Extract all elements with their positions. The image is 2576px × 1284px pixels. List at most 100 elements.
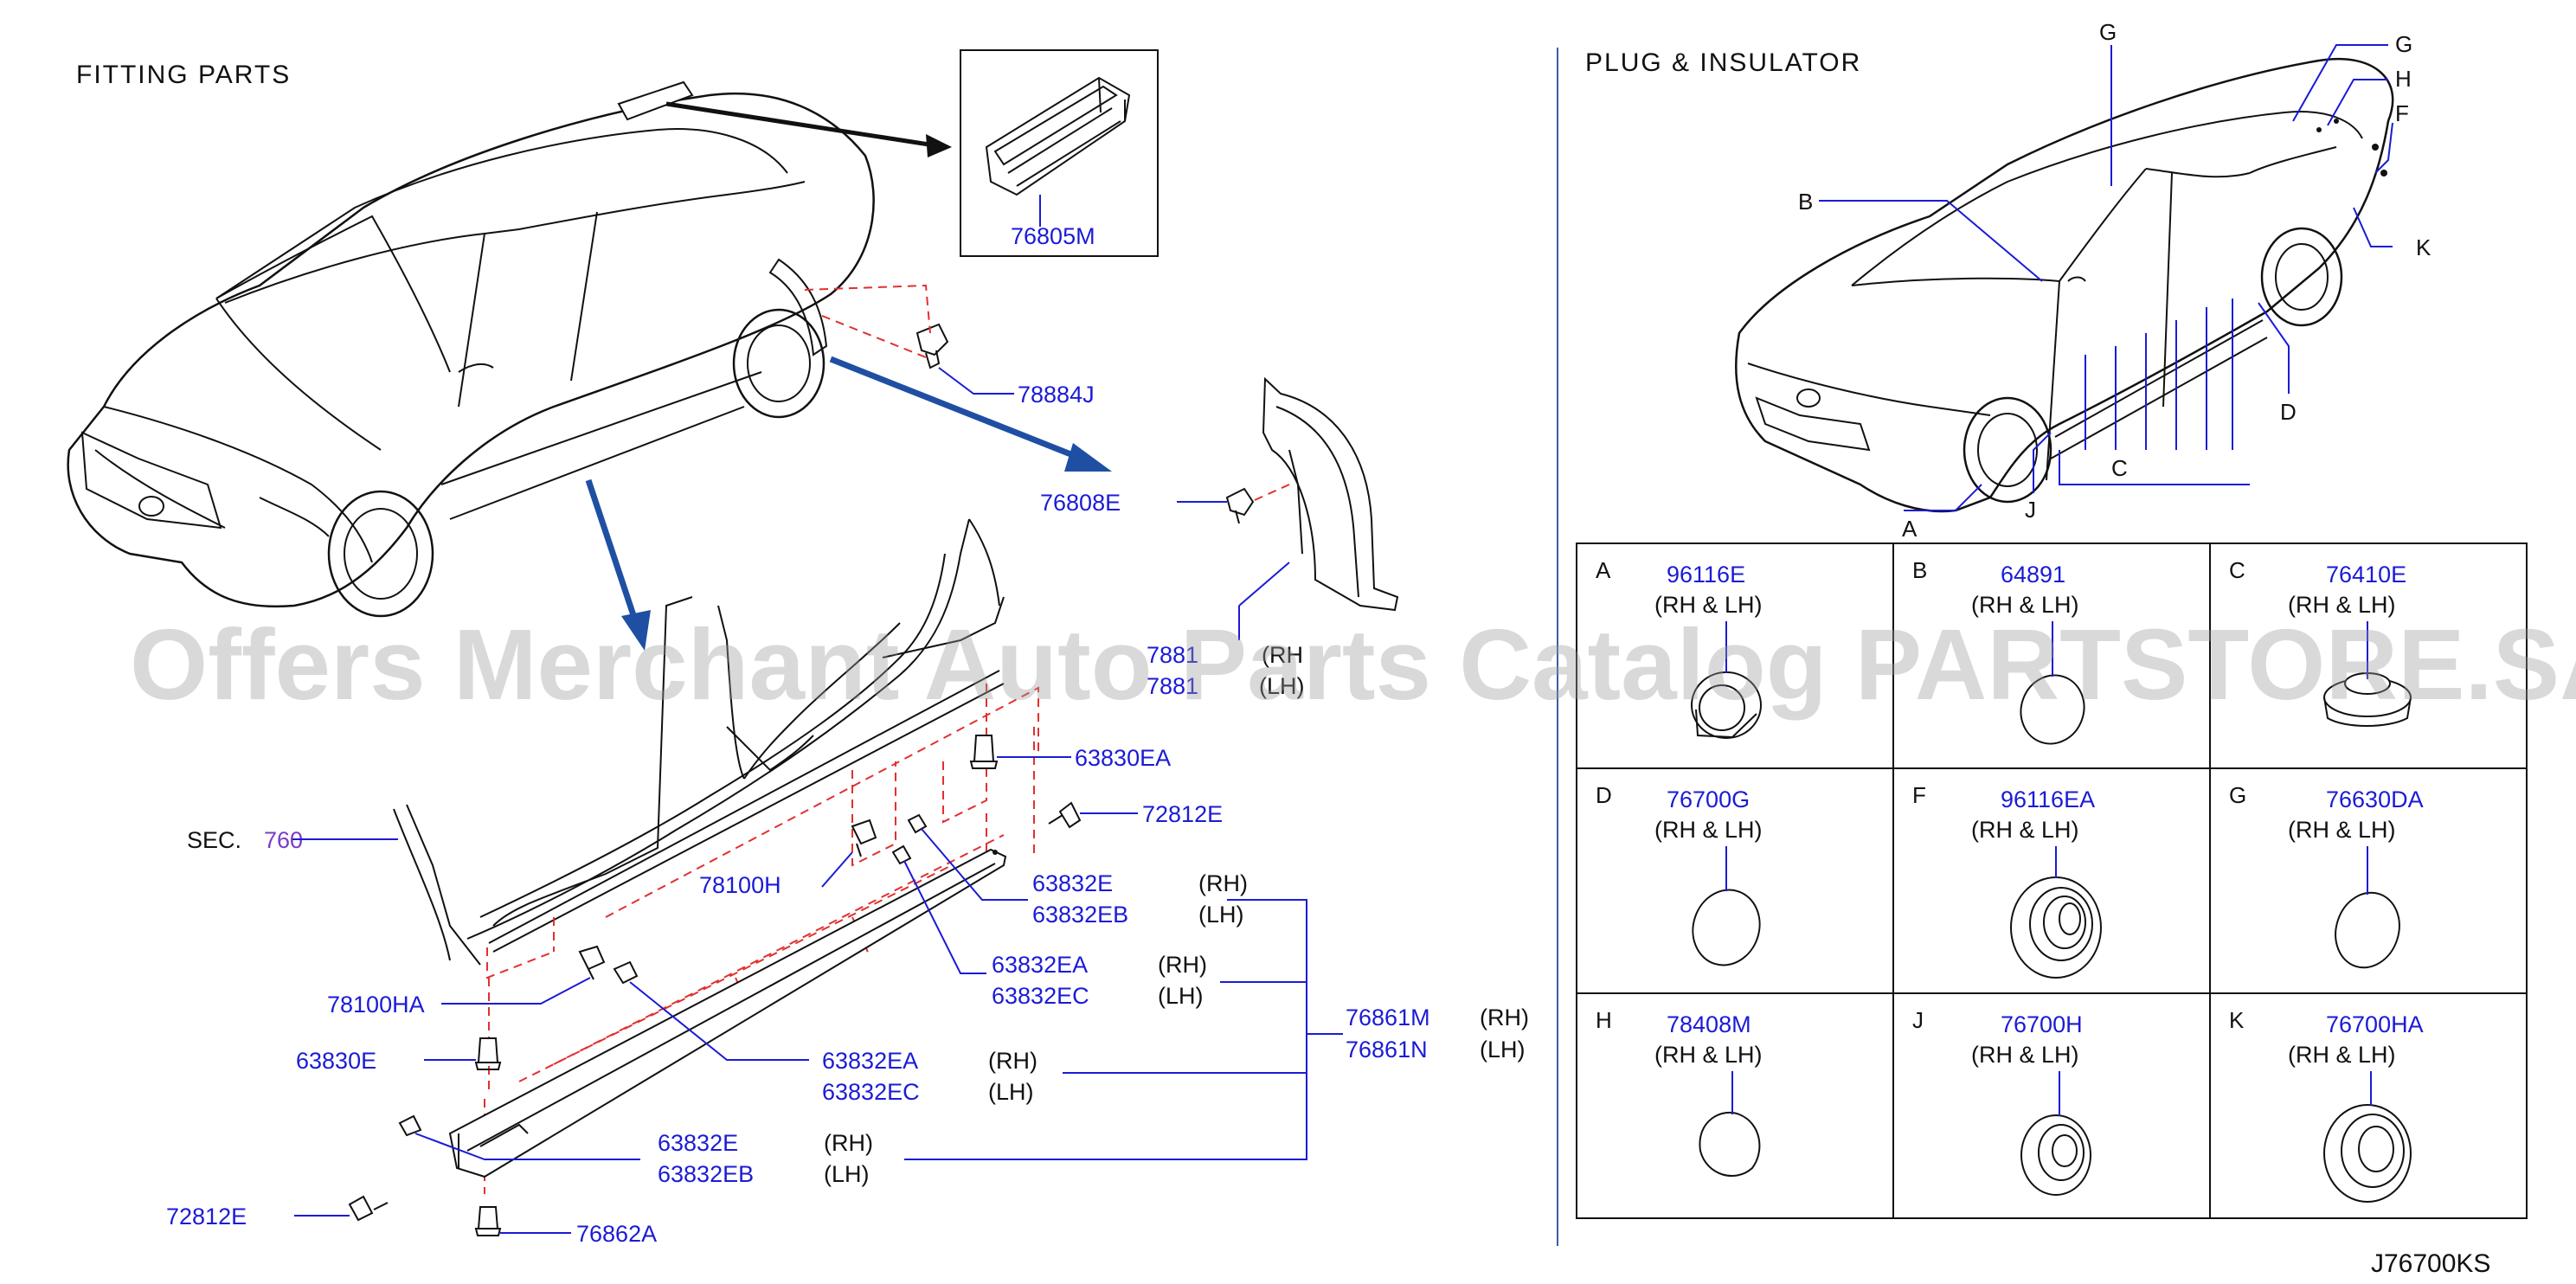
clip-63832E-low [398,1114,422,1137]
plug-cell-sides-k: (RH & LH) [2288,1042,2396,1068]
plug-cell-letter-d: D [1596,782,1612,808]
plug-drawing-b [2020,674,2085,745]
car-label-c: C [2111,455,2128,481]
part-76805M: 76805M [1011,223,1095,249]
part-63832EC-low: 63832EC [822,1079,920,1105]
part-63832EC-mid: 63832EC [992,983,1089,1009]
plug-drawing-k [2323,1104,2412,1203]
plug-cell-sides-d: (RH & LH) [1654,817,1763,843]
arrow-to-76805M [665,101,935,148]
part-63832E-low: 63832E [658,1130,738,1156]
plug-cell-letter-a: A [1596,557,1611,583]
plug-cell-letter-j: J [1912,1007,1924,1033]
clip-76862A [474,1206,502,1236]
plug-cell-part-f: 96116EA [2001,786,2095,812]
side-lh-63832EC-low: (LH) [988,1079,1034,1105]
side-rh-76861M: (RH) [1480,1005,1529,1030]
part-72812E-low: 72812E [166,1204,247,1229]
clip-78884J [915,323,949,369]
plug-insulator-heading: PLUG & INSULATOR [1585,48,1861,77]
side-rh-63832EA-mid: (RH) [1158,952,1207,978]
part-63832E-top: 63832E [1032,870,1113,896]
clip-63830E [474,1037,502,1070]
part-78100HA: 78100HA [327,992,425,1018]
car-callout-lines [1819,44,2393,511]
part-7881-rh: 7881 [1147,642,1198,668]
clip-63832E-top [907,813,928,834]
clip-76808E [1225,487,1255,524]
side-sill-molding [448,848,1007,1178]
right-car-illustration [1735,57,2394,513]
plug-cell-letter-f: F [1912,782,1926,808]
plug-cell-sides-j: (RH & LH) [1971,1042,2079,1068]
car-label-k: K [2416,234,2431,260]
side-lh-63832EC-mid: (LH) [1158,983,1204,1009]
plug-drawing-j [2020,1114,2091,1196]
plug-drawing-g [2335,891,2400,969]
clip-72812E-low [348,1195,389,1222]
plug-cell-sides-f: (RH & LH) [1971,817,2079,843]
part-76862A: 76862A [576,1221,657,1247]
left-car-illustration [67,80,875,618]
clip-63832EA-low [613,960,639,985]
car-label-a: A [1902,516,1918,542]
part-63832EA-low: 63832EA [822,1048,918,1074]
part-76808E: 76808E [1040,490,1121,516]
plug-drawing-c [2323,672,2412,727]
part-63832EB-low: 63832EB [658,1161,754,1187]
plug-drawing-h [1699,1111,1761,1177]
plug-cell-part-d: 76700G [1667,786,1750,812]
arrow-to-fender-liner [829,356,1083,462]
car-label-j: J [2025,497,2036,523]
plug-cell-sides-b: (RH & LH) [1971,592,2079,618]
side-lh-7881: (LH) [1259,673,1305,699]
car-label-g-2: G [2395,31,2412,57]
car-label-h: H [2395,66,2412,92]
watermark: Offers Merchant Auto Parts Catalog PARTS… [130,608,2576,721]
clip-72812E-top [1048,801,1082,829]
fitting-parts-heading: FITTING PARTS [76,61,291,89]
part-78100H: 78100H [699,872,781,898]
door-opening-illustration [393,518,1005,966]
side-rh-7881: (RH [1262,642,1303,668]
plug-cell-letter-k: K [2229,1007,2245,1033]
side-rh-63832E-top: (RH) [1198,870,1248,896]
car-label-g-1: G [2099,19,2117,45]
car-label-b: B [1798,189,1813,215]
side-rh-63832EA-low: (RH) [988,1048,1037,1074]
plug-cell-sides-a: (RH & LH) [1654,592,1763,618]
car-label-d: D [2280,399,2297,425]
plug-leader-lines [1725,621,2372,1116]
arrow-to-sill [585,478,639,625]
section-label: SEC. [187,827,241,853]
plug-cell-part-j: 76700H [2001,1011,2083,1037]
plug-cell-part-h: 78408M [1667,1011,1751,1037]
plug-cell-letter-h: H [1596,1007,1612,1033]
plug-cell-letter-c: C [2229,557,2245,583]
clip-63830EA [969,735,999,769]
side-lh-63832EB-low: (LH) [824,1161,870,1187]
clip-63832EA-mid [891,844,912,865]
plug-drawing-d [1692,889,1761,966]
plug-cell-sides-g: (RH & LH) [2288,817,2396,843]
plug-cell-part-g: 76630DA [2326,786,2424,812]
clip-78100H [851,819,877,857]
side-lh-76861N: (LH) [1480,1037,1526,1063]
car-label-f: F [2395,100,2409,126]
part-63830E: 63830E [296,1048,376,1074]
plug-grid [1576,542,2528,1219]
side-lh-63832EB-top: (LH) [1198,902,1244,928]
part-76861M: 76861M [1346,1005,1430,1030]
plug-cell-part-b: 64891 [2001,562,2065,587]
rear-fender-liner [1262,376,1399,612]
part-7881-lh: 7881 [1147,673,1198,699]
plug-cell-sides-c: (RH & LH) [2288,592,2396,618]
plug-cell-part-a: 96116E [1667,562,1745,587]
plug-cell-part-c: 76410E [2326,562,2406,587]
part-78884J: 78884J [1018,382,1095,408]
plug-cell-sides-h: (RH & LH) [1654,1042,1763,1068]
plug-cell-letter-g: G [2229,782,2246,808]
inset-76805M [960,49,1159,257]
part-63832EB-top: 63832EB [1032,902,1128,928]
